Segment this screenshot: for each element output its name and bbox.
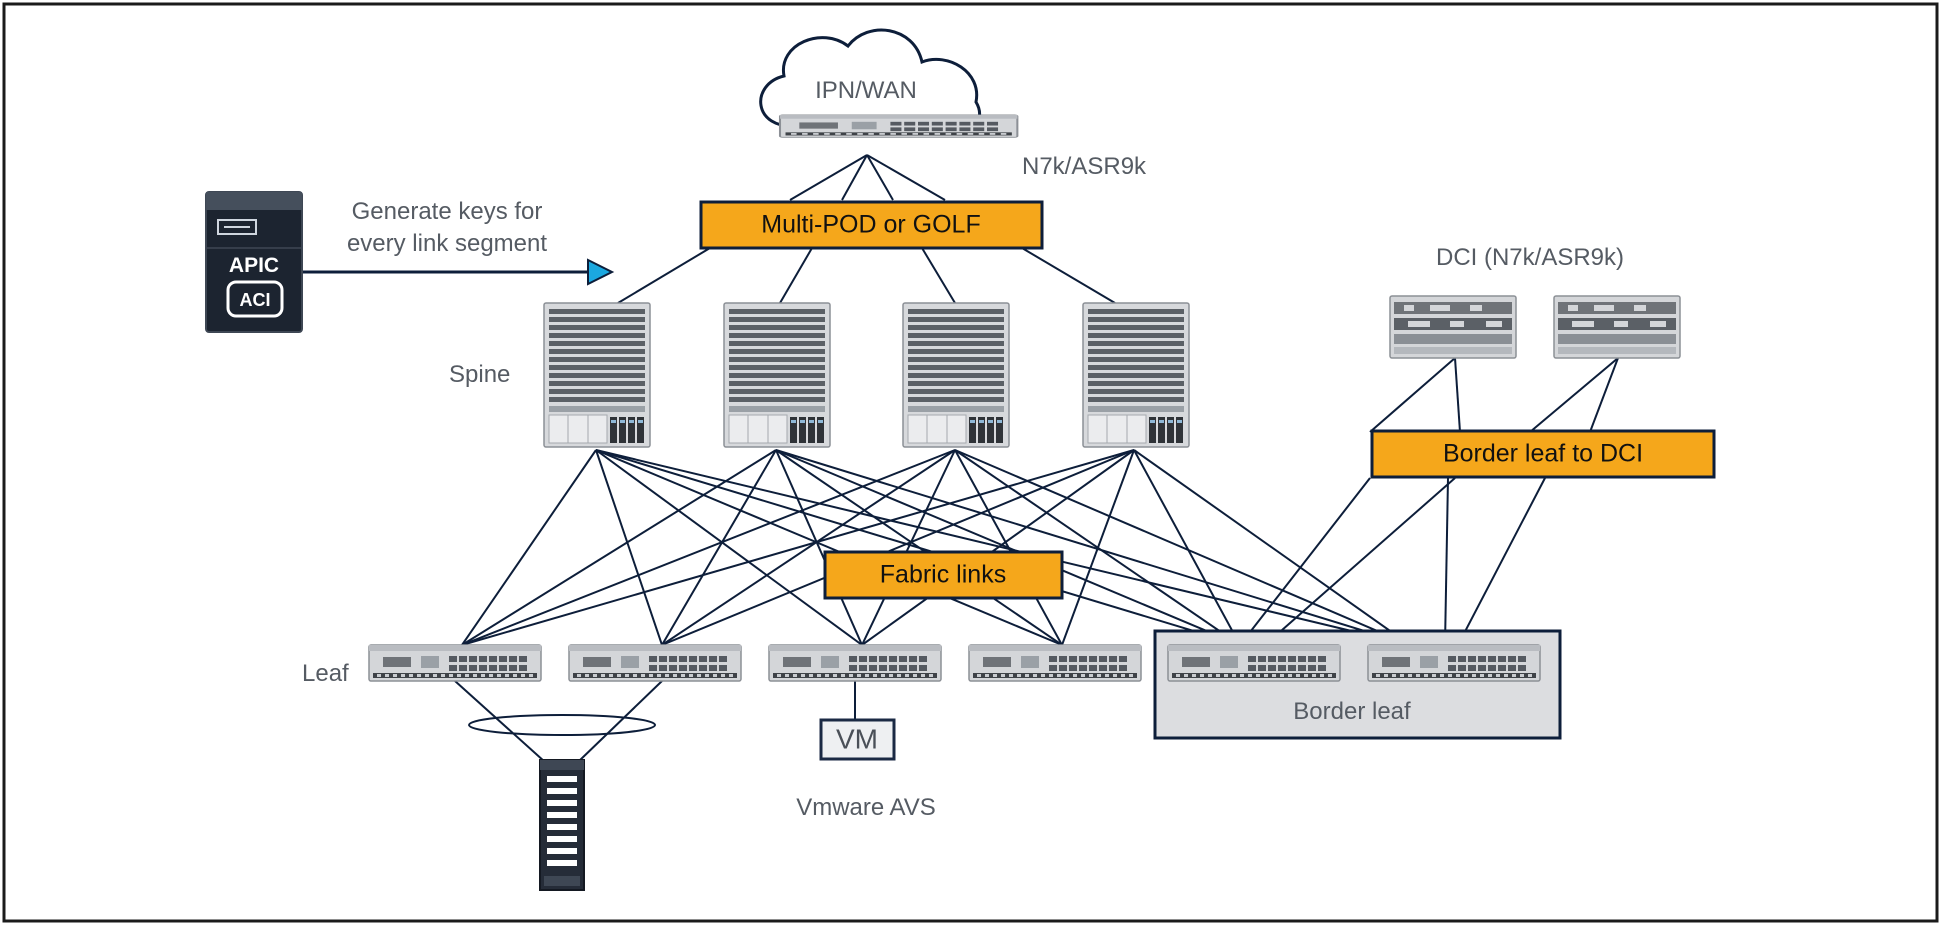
apic-controller-icon: APIC ACI — [205, 191, 303, 333]
fabric-links-box: Fabric links — [823, 550, 1064, 600]
port-channel-ellipse — [468, 714, 656, 736]
svg-text:APIC: APIC — [229, 254, 279, 277]
multipod-box: Multi-POD or GOLF — [699, 200, 1044, 250]
server-icon — [539, 759, 585, 891]
border-dci-box: Border leaf to DCI — [1370, 429, 1716, 479]
border-leaf-switch-2 — [1367, 644, 1541, 682]
leaf-label: Leaf — [302, 660, 349, 687]
host-links — [454, 680, 856, 763]
leaf-switch-4 — [968, 644, 1142, 682]
wan-links — [617, 154, 1116, 304]
wan-device-label: N7k/ASR9k — [1022, 153, 1147, 180]
svg-text:ACI: ACI — [240, 290, 271, 310]
arrow-head-icon — [587, 258, 615, 286]
spine-label: Spine — [449, 361, 510, 388]
dci-title: DCI (N7k/ASR9k) — [1436, 244, 1624, 271]
dci-router-1 — [1389, 295, 1517, 359]
leaf-switch-3 — [768, 644, 942, 682]
vmware-label: Vmware AVS — [796, 794, 936, 821]
apic-arrow — [302, 258, 615, 286]
router-icon — [778, 113, 1019, 139]
cloud-icon — [759, 28, 982, 136]
vm-box: VM — [819, 718, 896, 761]
spine-switch-3 — [902, 302, 1010, 448]
fabric-links — [461, 449, 1411, 646]
border-leaf-switch-1 — [1167, 644, 1341, 682]
apic-note-line2: every link segment — [347, 230, 547, 257]
svg-text:Fabric links: Fabric links — [880, 561, 1006, 589]
svg-text:Border leaf to DCI: Border leaf to DCI — [1443, 440, 1643, 468]
spine-switch-2 — [723, 302, 831, 448]
leaf-switch-2 — [568, 644, 742, 682]
svg-text:Multi-POD or GOLF: Multi-POD or GOLF — [761, 211, 980, 239]
leaf-switch-1 — [368, 644, 542, 682]
svg-text:VM: VM — [836, 723, 878, 754]
border-leaf-label: Border leaf — [1293, 698, 1411, 725]
spine-switch-4 — [1082, 302, 1190, 448]
dci-router-2 — [1553, 295, 1681, 359]
cloud-label: IPN/WAN — [815, 77, 917, 104]
spine-switch-1 — [543, 302, 651, 448]
apic-note-line1: Generate keys for — [352, 198, 543, 225]
dci-links — [1239, 357, 1619, 646]
